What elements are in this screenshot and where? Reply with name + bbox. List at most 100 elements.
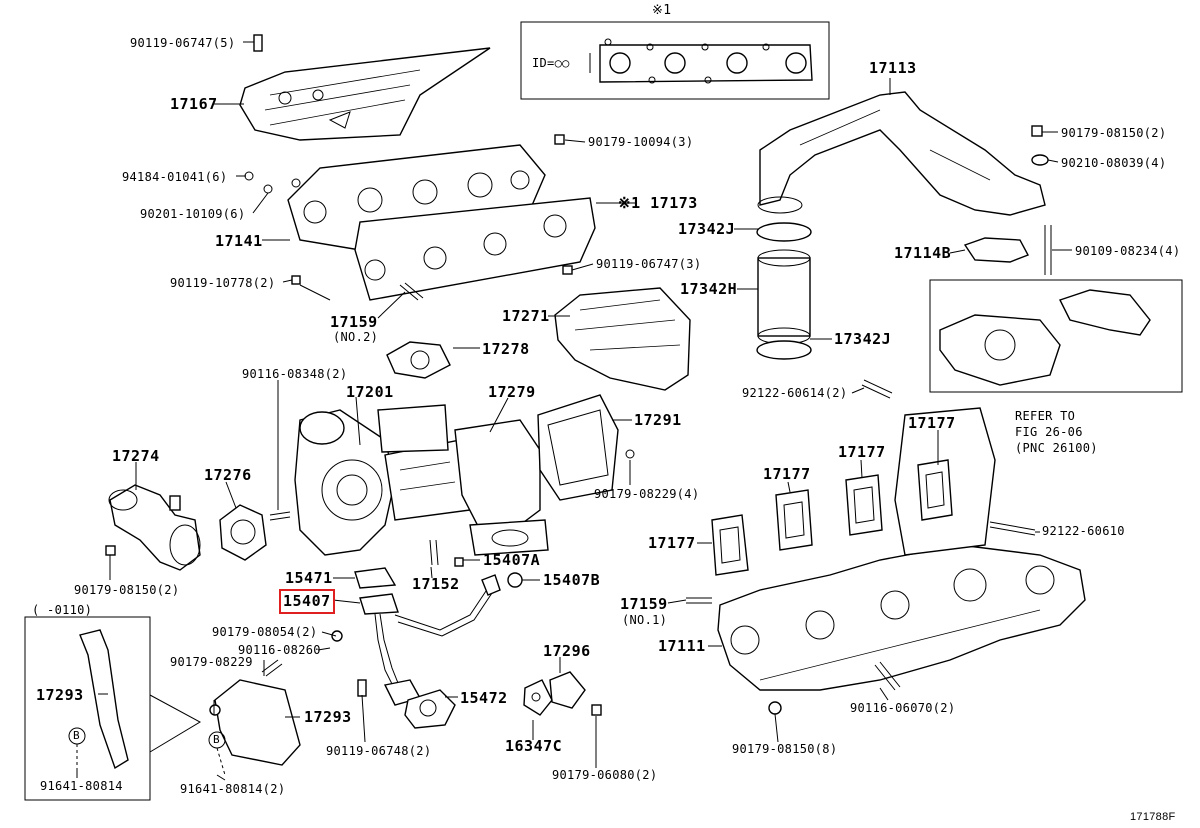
turbo-heat-insulator-17271 <box>554 287 691 391</box>
gasket-17114B <box>963 237 1029 263</box>
label-90179-08150-2-left[interactable]: 90179-08150(2) <box>74 583 180 597</box>
label-17342H[interactable]: 17342H <box>680 280 738 298</box>
gasket-symbol-note: ※1 <box>652 3 672 18</box>
heat-insulator-17167 <box>239 34 491 141</box>
label-17276[interactable]: 17276 <box>204 466 252 484</box>
intake-pipe-17274 <box>105 484 201 571</box>
gasket-17177-c <box>845 474 883 536</box>
clamp-17342J-top <box>756 222 812 242</box>
gasket-17291 <box>537 394 619 501</box>
label-90109-08234-4[interactable]: 90109-08234(4) <box>1075 244 1181 258</box>
label-date-range: ( -0110) <box>32 603 93 617</box>
label-90201-10109-6[interactable]: 90201-10109(6) <box>140 207 246 221</box>
leader-lines <box>76 41 1072 781</box>
label-17177-a[interactable]: 17177 <box>648 534 696 552</box>
label-94184-01041-6[interactable]: 94184-01041(6) <box>122 170 228 184</box>
label-17274[interactable]: 17274 <box>112 447 160 465</box>
gasket-15472 <box>404 689 456 729</box>
label-17159-no2[interactable]: 17159 <box>330 313 378 331</box>
label-90119-10778-2[interactable]: 90119-10778(2) <box>170 276 276 290</box>
hose-17342H <box>757 257 811 337</box>
label-17177-c[interactable]: 17177 <box>838 443 886 461</box>
oil-pipe-15407 <box>354 539 523 691</box>
label-17177-d[interactable]: 17177 <box>908 414 956 432</box>
label-no1: (NO.1) <box>622 613 668 627</box>
label-90119-06747-3[interactable]: 90119-06747(3) <box>596 257 702 271</box>
label-91641-80814-2[interactable]: 91641-80814(2) <box>180 782 286 796</box>
label-17342J-top[interactable]: 17342J <box>678 220 736 238</box>
label-17293-late[interactable]: 17293 <box>304 708 352 726</box>
label-no2: (NO.2) <box>333 330 379 344</box>
label-b-marker-2: B <box>213 733 220 746</box>
refer-line-2: FIG 26-06 <box>1015 425 1083 439</box>
label-17271[interactable]: 17271 <box>502 307 550 325</box>
label-90179-08229-4[interactable]: 90179-08229(4) <box>594 487 700 501</box>
label-90116-06070-2[interactable]: 90116-06070(2) <box>850 701 956 715</box>
label-17152[interactable]: 17152 <box>412 575 460 593</box>
label-17342J-bottom[interactable]: 17342J <box>834 330 892 348</box>
clamp-17342J-bottom <box>756 340 812 360</box>
gasket-17177-d <box>917 459 953 521</box>
exhaust-gasket-illustration <box>589 38 813 84</box>
stud-90109 <box>1044 225 1052 275</box>
gasket-id-label: ID=○○ <box>532 56 570 70</box>
label-17278[interactable]: 17278 <box>482 340 530 358</box>
intake-manifold-17111 <box>717 407 1086 691</box>
refer-line-3: (PNC 26100) <box>1015 441 1098 455</box>
label-90179-06080-2[interactable]: 90179-06080(2) <box>552 768 658 782</box>
label-17111[interactable]: 17111 <box>658 637 706 655</box>
label-90179-10094-3[interactable]: 90179-10094(3) <box>588 135 694 149</box>
label-17113[interactable]: 17113 <box>869 59 917 77</box>
label-90179-08229[interactable]: 90179-08229 <box>170 655 253 669</box>
label-17141[interactable]: 17141 <box>215 232 263 250</box>
label-17173[interactable]: ※1 17173 <box>618 194 698 212</box>
refer-line-1: REFER TO <box>1015 409 1076 423</box>
label-17177-b[interactable]: 17177 <box>763 465 811 483</box>
label-17167[interactable]: 17167 <box>170 95 218 113</box>
label-17291[interactable]: 17291 <box>634 411 682 429</box>
label-15407A[interactable]: 15407A <box>483 551 541 569</box>
gasket-17177-b <box>775 489 813 551</box>
gasket-17296 <box>549 671 586 709</box>
label-90179-08150-8[interactable]: 90179-08150(8) <box>732 742 838 756</box>
gasket-detail-box <box>520 21 830 100</box>
refer-throttle-box <box>929 279 1183 393</box>
label-17201[interactable]: 17201 <box>346 383 394 401</box>
exhaust-elbow-17279 <box>454 419 541 531</box>
label-90119-06748-2[interactable]: 90119-06748(2) <box>326 744 432 758</box>
label-90210-08039-4[interactable]: 90210-08039(4) <box>1061 156 1167 170</box>
bracket-17293-late <box>214 679 301 766</box>
gasket-17276 <box>219 504 267 561</box>
label-90179-08150-2-right[interactable]: 90179-08150(2) <box>1061 126 1167 140</box>
gasket-17177-a <box>711 514 749 576</box>
bracket-inset-box <box>24 616 151 801</box>
label-17296[interactable]: 17296 <box>543 642 591 660</box>
plate-16347C <box>523 679 553 716</box>
label-17279[interactable]: 17279 <box>488 383 536 401</box>
label-17114B[interactable]: 17114B <box>894 244 952 262</box>
label-92122-60610[interactable]: 92122-60610 <box>1042 524 1125 538</box>
turbocharger-17201 <box>294 404 471 556</box>
throttle-body <box>939 314 1061 386</box>
label-90179-08054-2[interactable]: 90179-08054(2) <box>212 625 318 639</box>
label-17293-early[interactable]: 17293 <box>36 686 84 704</box>
label-15471[interactable]: 15471 <box>285 569 333 587</box>
label-b-marker-1: B <box>73 729 80 742</box>
label-90116-08348-2[interactable]: 90116-08348(2) <box>242 367 348 381</box>
bracket-17293-early <box>79 629 129 770</box>
figure-code: 171788F <box>1130 811 1176 823</box>
intake-pipe-17113 <box>757 91 1049 216</box>
label-16347C[interactable]: 16347C <box>505 737 563 755</box>
label-91641-80814[interactable]: 91641-80814 <box>40 779 123 793</box>
label-90116-08260[interactable]: 90116-08260 <box>238 643 321 657</box>
label-17159-no1[interactable]: 17159 <box>620 595 668 613</box>
label-92122-60614-2[interactable]: 92122-60614(2) <box>742 386 848 400</box>
label-15407B[interactable]: 15407B <box>543 571 601 589</box>
exhaust-gasket-17173 <box>354 197 596 301</box>
label-15472[interactable]: 15472 <box>460 689 508 707</box>
label-90119-06747-5[interactable]: 90119-06747(5) <box>130 36 236 50</box>
label-15407-highlighted[interactable]: 15407 <box>279 589 335 614</box>
refer-note[interactable]: REFER TO FIG 26-06 (PNC 26100) <box>1015 408 1098 456</box>
